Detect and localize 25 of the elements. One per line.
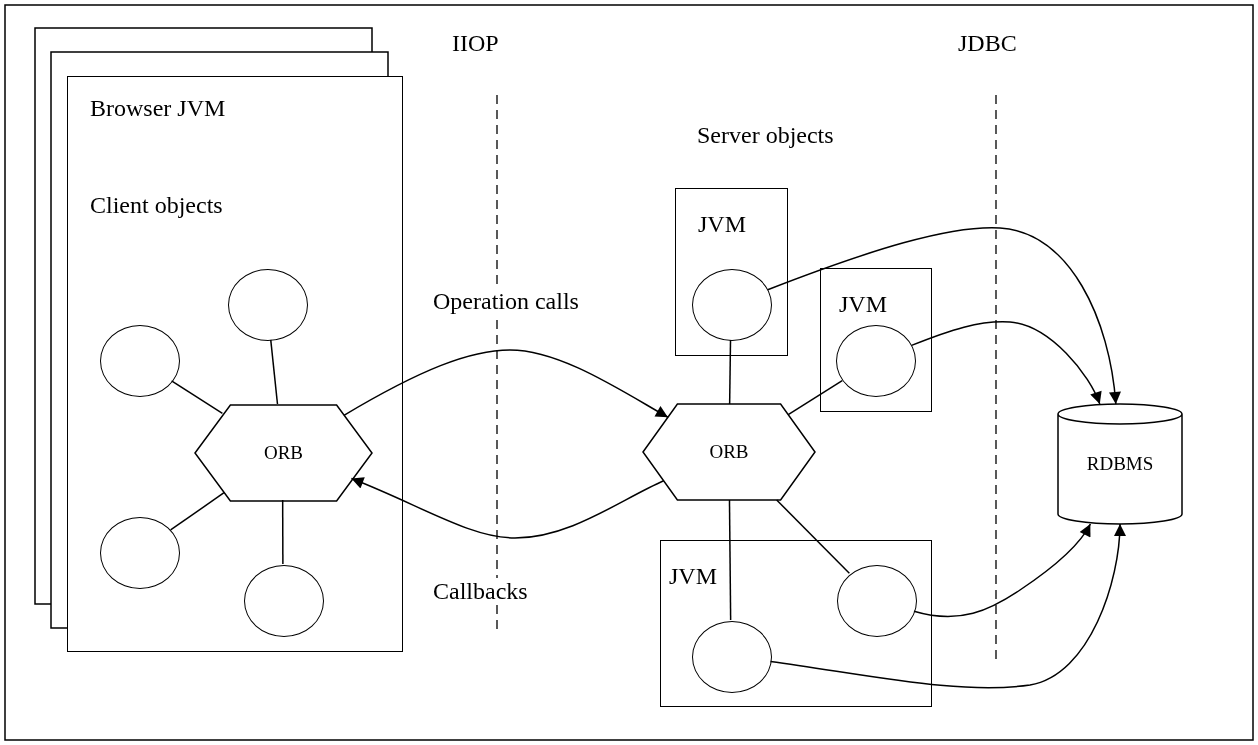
arrow <box>350 477 665 539</box>
connector-line <box>775 499 851 574</box>
connector-line <box>169 492 225 531</box>
connector-line <box>281 499 284 565</box>
jvm-box <box>660 540 932 707</box>
connector-line <box>728 339 732 405</box>
connector-line <box>270 339 279 405</box>
connector-line <box>787 379 843 416</box>
arrow <box>913 523 1092 618</box>
arrow <box>343 349 669 418</box>
orb-label: ORB <box>708 441 750 463</box>
connector-line <box>170 380 224 415</box>
jvm-box <box>675 188 788 356</box>
database-cylinder <box>1058 404 1182 524</box>
jvm-box <box>67 76 403 652</box>
arrow <box>769 523 1126 689</box>
arrow <box>910 321 1101 405</box>
orb-hexagon <box>195 405 372 501</box>
orb-label: ORB <box>262 442 305 464</box>
database-label: RDBMS <box>1085 453 1155 475</box>
connector-line <box>728 499 732 621</box>
orb-hexagon <box>643 404 815 500</box>
jvm-box <box>820 268 932 412</box>
annotation-label: Operation calls <box>433 288 579 315</box>
arrow <box>766 227 1121 405</box>
